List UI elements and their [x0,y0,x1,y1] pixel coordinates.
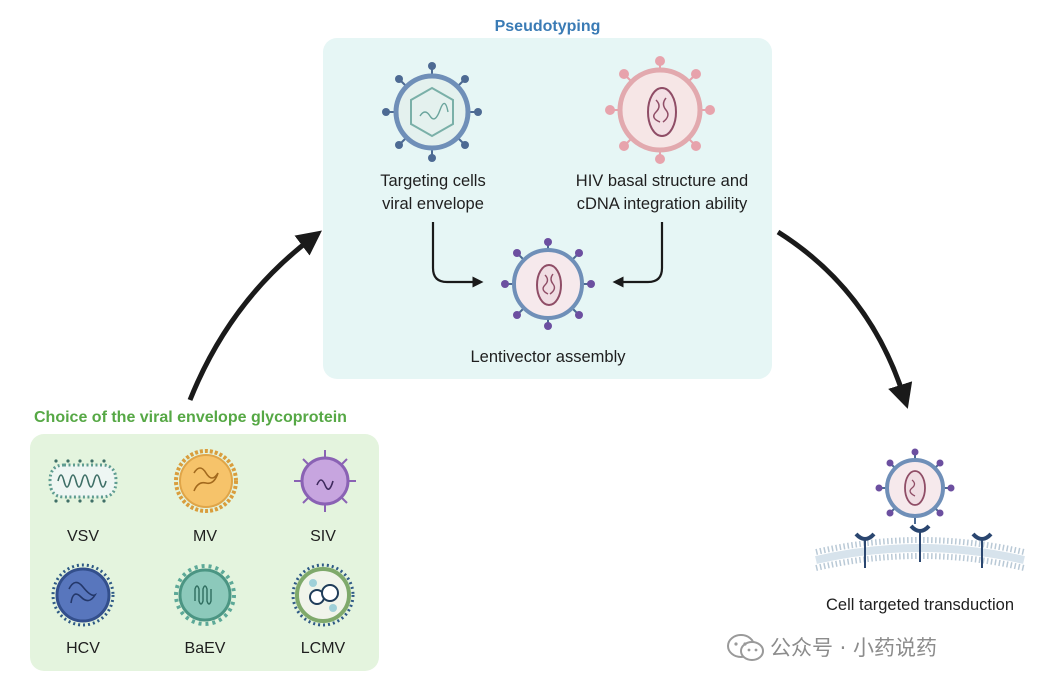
receptor-icon [854,524,993,568]
virus-label-hcv: HCV [66,640,100,657]
virus-label-lcmv: LCMV [300,640,346,657]
envelope-label-line2: viral envelope [382,195,484,213]
hcv-virus-icon [51,563,115,627]
transduction-illustration [815,448,1025,571]
envelope-label-line1: Targeting cells [380,172,486,190]
mv-virus-icon [174,449,238,513]
hiv-label: HIV basal structure and cDNA integration… [552,170,772,216]
envelope-to-assembly-arrow-icon [431,222,484,288]
choice-to-pseudo-arrow-icon [187,230,322,401]
lentivector-virus-icon [501,238,595,330]
choice-title: Choice of the viral envelope glycoprotei… [34,409,347,426]
siv-virus-icon [294,450,356,512]
baev-virus-icon [174,564,236,626]
virus-label-siv: SIV [310,528,336,545]
wechat-icon [727,634,764,661]
vsv-virus-icon [48,459,118,503]
envelope-virus-icon [382,62,482,162]
virus-label-baev: BaEV [184,640,226,657]
virus-label-mv: MV [193,528,217,545]
pseudo-to-transduction-arrow-icon [776,229,913,409]
pseudotyping-title: Pseudotyping [494,18,601,35]
hiv-label-line1: HIV basal structure and [575,172,749,190]
hiv-virus-icon [605,56,715,164]
assembly-label: Lentivector assembly [470,348,626,366]
hiv-label-line2: cDNA integration ability [576,195,748,213]
envelope-label: Targeting cells viral envelope [353,170,513,216]
virus-label-vsv: VSV [66,528,99,545]
hiv-to-assembly-arrow-icon [612,222,664,288]
transduction-label: Cell targeted transduction [825,596,1015,614]
watermark-text: 公众号 · 小药说药 [770,636,938,660]
transducing-virus-icon [875,448,955,524]
lcmv-virus-icon [291,563,355,627]
